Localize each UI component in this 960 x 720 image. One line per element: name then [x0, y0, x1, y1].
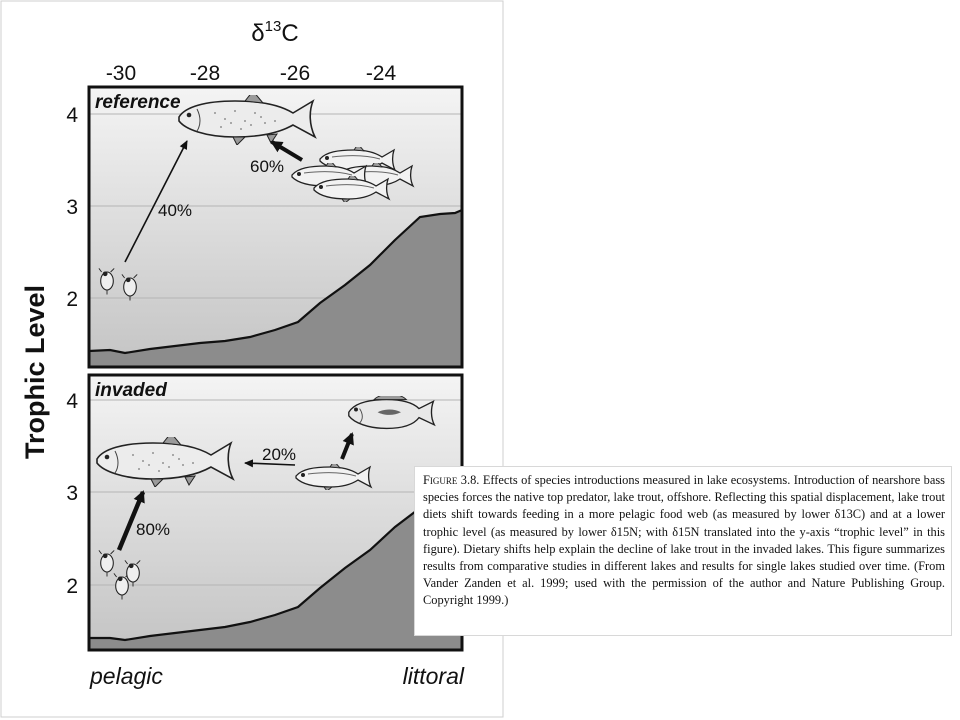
caption-lead: Figure 3.8.: [423, 473, 480, 487]
diet-arrow-forage-fish: [270, 140, 304, 162]
figure-caption: Figure 3.8. Effects of species introduct…: [414, 466, 952, 636]
panel-reference-frame: [87, 85, 464, 369]
top-tick-label: -28: [190, 62, 220, 85]
y-axis-title: Trophic Level: [20, 285, 50, 459]
y-tick-label: 3: [66, 196, 78, 219]
panel-reference: reference 40% 60%: [87, 85, 464, 369]
y-tick-label: 4: [66, 390, 78, 413]
panel-invaded-label: invaded: [95, 380, 167, 401]
top-tick-labels: -30 -28 -26 -24: [106, 62, 397, 85]
panel-reference-lakebed: [87, 208, 464, 369]
diet-percent-label: 60%: [250, 157, 284, 176]
top-axis-title-base: δ: [251, 20, 264, 47]
y-tick-labels: 4 3 2 4 3 2: [66, 104, 78, 598]
top-axis-title-end: C: [281, 20, 298, 47]
food-web-figure: δ13C -30 -28 -26 -24 Trophic Level refer…: [0, 0, 504, 718]
diet-percent-label: 80%: [136, 520, 170, 539]
top-tick-label: -26: [280, 62, 310, 85]
y-tick-label: 4: [66, 104, 78, 127]
diet-percent-label: 40%: [158, 201, 192, 220]
y-tick-label: 3: [66, 482, 78, 505]
caption-text: Effects of species introductions measure…: [423, 473, 946, 608]
littoral-label: littoral: [403, 663, 465, 689]
diet-arrow-forage-fish: [244, 459, 296, 468]
diet-arrow-zooplankton: [116, 490, 146, 551]
y-tick-label: 2: [66, 575, 78, 598]
y-tick-label: 2: [66, 288, 78, 311]
diet-percent-label: 20%: [262, 445, 296, 464]
bass-to-forage-arrow: [340, 432, 354, 460]
panel-invaded: invaded 80% 20%: [87, 373, 464, 652]
top-tick-label: -24: [366, 62, 397, 85]
top-axis-title-sup: 13: [265, 18, 282, 35]
panel-reference-label: reference: [95, 92, 181, 113]
pelagic-label: pelagic: [89, 663, 163, 689]
top-axis-title: δ13C: [251, 18, 298, 47]
top-tick-label: -30: [106, 62, 136, 85]
diet-arrow-zooplankton: [124, 140, 188, 263]
